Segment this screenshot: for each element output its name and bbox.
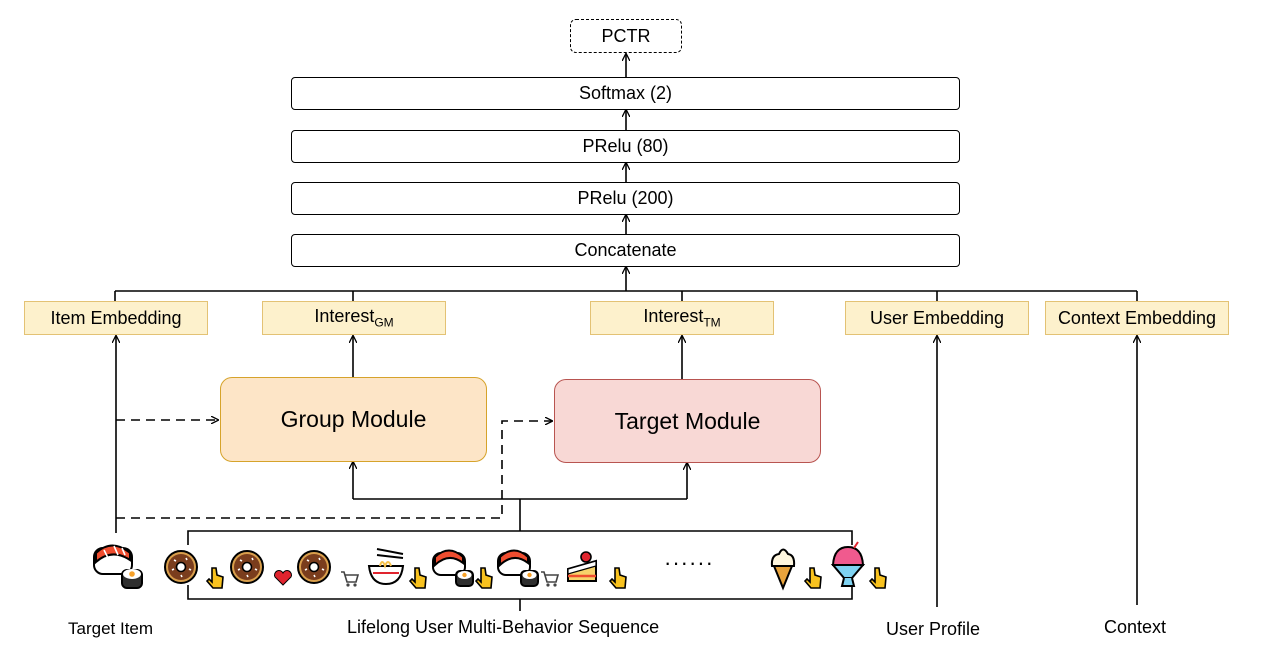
interest-tm-label: InterestTM [643, 306, 720, 330]
sequence-bracket-bottom [187, 585, 853, 600]
donut-icon [164, 550, 198, 584]
concatenate-layer: Concatenate [291, 234, 960, 267]
click-hand-icon [205, 567, 224, 589]
target-module-label: Target Module [614, 407, 761, 434]
cart-icon [341, 571, 360, 587]
interest-tm-subscript: TM [703, 315, 721, 330]
click-hand-icon [608, 567, 627, 589]
interest-gm-subscript: GM [374, 315, 394, 330]
item-embedding-box: Item Embedding [24, 301, 208, 335]
heart-icon [274, 570, 292, 586]
sequence-ellipsis: ······ [664, 550, 714, 575]
softmax-layer: Softmax (2) [291, 77, 960, 110]
target-module-box: Target Module [554, 379, 821, 463]
item-embedding-label: Item Embedding [50, 307, 182, 328]
user-embedding-box: User Embedding [845, 301, 1029, 335]
prelu-80-label: PRelu (80) [582, 136, 669, 156]
interest-tm-base: Interest [643, 306, 704, 327]
connectors [115, 54, 1137, 611]
click-hand-icon [408, 567, 427, 589]
sequence-bracket-top [187, 530, 853, 545]
concatenate-label: Concatenate [574, 240, 677, 260]
group-module-box: Group Module [220, 377, 487, 462]
context-embedding-box: Context Embedding [1045, 301, 1229, 335]
sequence-items [164, 541, 887, 591]
cart-icon [541, 571, 560, 587]
group-module-label: Group Module [280, 406, 427, 432]
interest-gm-box: InterestGM [262, 301, 446, 335]
prelu-80-layer: PRelu (80) [291, 130, 960, 163]
sushi-icon [93, 544, 143, 589]
sushi-icon [497, 549, 539, 587]
user-embedding-label: User Embedding [869, 307, 1005, 328]
context-label: Context [1104, 617, 1167, 637]
click-hand-icon [868, 567, 887, 589]
interest-gm-base: Interest [314, 306, 375, 327]
pctr-output-box: PCTR [570, 19, 682, 53]
user-profile-label: User Profile [886, 619, 981, 639]
donut-icon [230, 550, 264, 584]
context-embedding-label: Context Embedding [1057, 307, 1217, 328]
click-hand-icon [474, 567, 493, 589]
target-item-label: Target Item [68, 619, 154, 638]
ice-cream-icon [770, 548, 796, 591]
interest-tm-box: InterestTM [590, 301, 774, 335]
prelu-200-label: PRelu (200) [577, 188, 674, 208]
softmax-label: Softmax (2) [578, 83, 673, 103]
shaved-ice-icon [830, 541, 866, 587]
sushi-icon [432, 549, 474, 587]
interest-gm-label: InterestGM [314, 306, 393, 330]
prelu-200-layer: PRelu (200) [291, 182, 960, 215]
cake-icon [567, 551, 597, 582]
pctr-label: PCTR [601, 25, 651, 46]
click-hand-icon [803, 567, 822, 589]
donut-icon [297, 550, 331, 584]
sequence-label: Lifelong User Multi-Behavior Sequence [347, 617, 660, 637]
noodles-icon [367, 548, 405, 586]
